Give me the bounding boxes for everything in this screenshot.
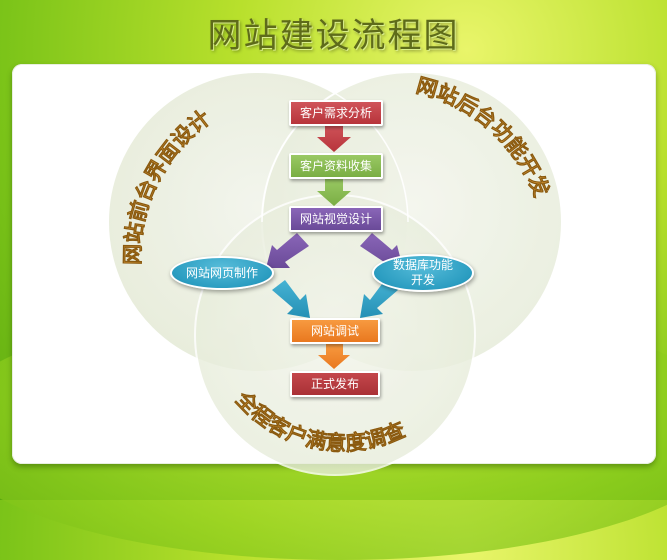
venn-diagram: 网站前台界面设计 网站后台功能开发 全程客户满意度调查 <box>107 71 563 476</box>
step-requirements: 客户需求分析 <box>289 100 383 126</box>
arrow-purple-left <box>266 233 309 268</box>
arrow-blue-left <box>272 280 310 318</box>
step-release: 正式发布 <box>290 371 380 397</box>
step-page-production-label: 网站网页制作 <box>185 265 258 280</box>
arrow-down-orange <box>318 344 350 369</box>
step-database-dev: 数据库功能 开发 <box>372 254 474 292</box>
step-debugging: 网站调试 <box>290 318 380 344</box>
step-database-dev-line1: 数据库功能 <box>392 258 453 272</box>
step-visual-design: 网站视觉设计 <box>289 206 383 232</box>
page-title: 网站建设流程图 <box>207 16 460 56</box>
arrow-down-green <box>317 178 351 206</box>
arrow-down-red <box>317 124 351 152</box>
step-collection: 客户资料收集 <box>289 153 383 179</box>
step-database-dev-line2: 开发 <box>410 273 435 287</box>
arrow-blue-right <box>360 280 398 318</box>
step-page-production: 网站网页制作 <box>170 256 274 290</box>
